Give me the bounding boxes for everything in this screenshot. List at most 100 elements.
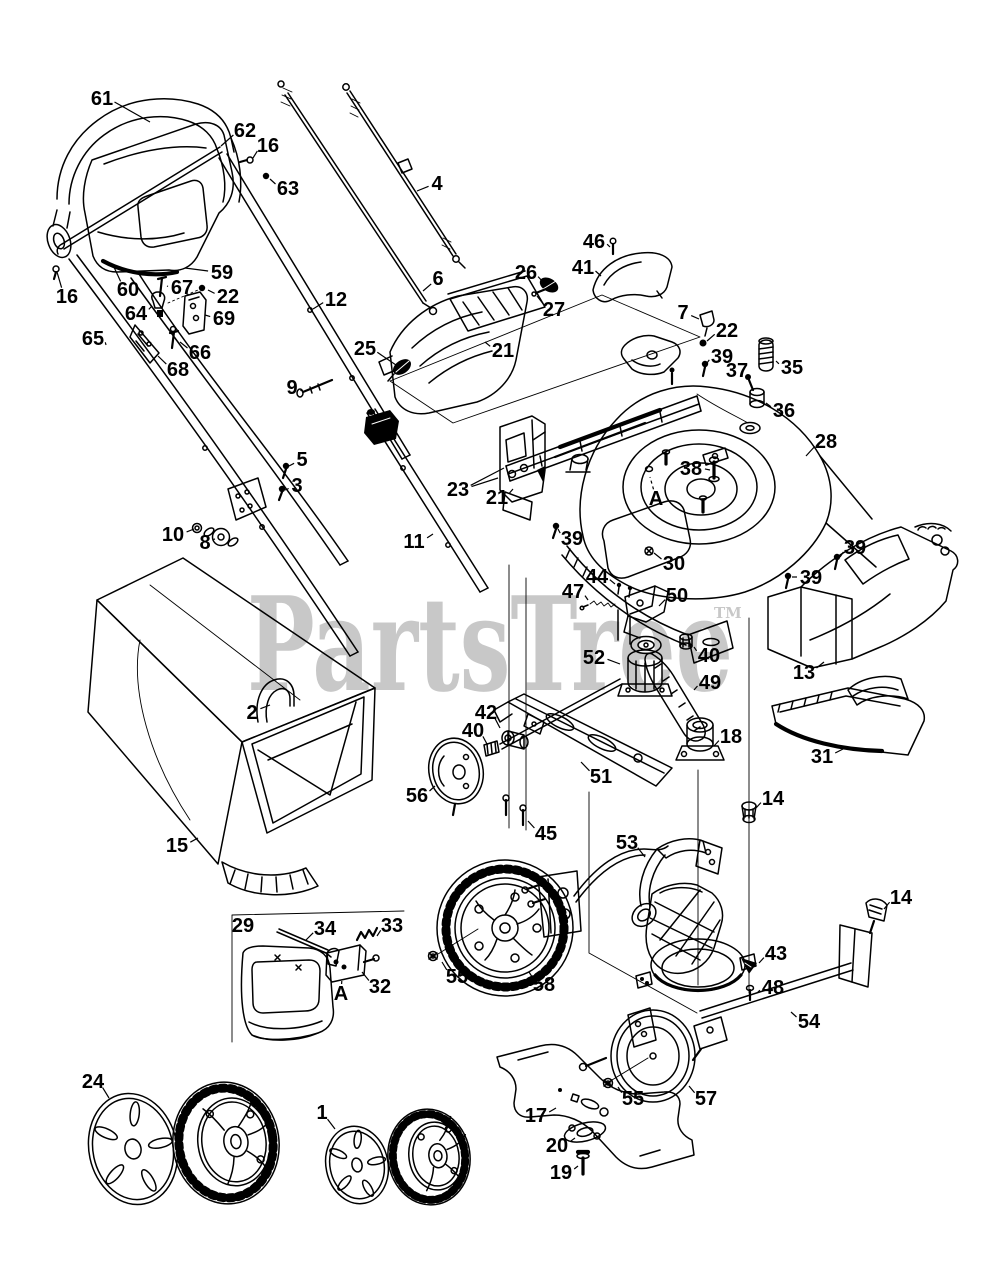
mounting-frame [493, 693, 673, 787]
leader-26 [537, 276, 544, 283]
callout-55: 55 [446, 966, 468, 988]
leader-49 [693, 685, 698, 691]
rear-skirt [767, 522, 959, 669]
callout-66: 66 [189, 342, 211, 364]
callout-54: 54 [798, 1011, 821, 1033]
callout-29: 29 [232, 915, 254, 937]
callout-26: 26 [515, 262, 537, 284]
leader-61 [114, 101, 151, 123]
callout-21: 21 [486, 487, 508, 509]
wheel-large [172, 1081, 280, 1205]
leader-52 [607, 658, 621, 665]
leader-53 [637, 847, 646, 858]
leader-27 [536, 295, 544, 304]
axle-assembly [521, 801, 888, 1062]
leader-39 [839, 551, 844, 558]
leader-12 [312, 302, 324, 310]
callout-17: 17 [525, 1105, 547, 1127]
callout-43: 43 [765, 943, 787, 965]
callout-65: 65 [82, 328, 104, 350]
upper-handle-assembly [46, 98, 489, 657]
leader-40 [482, 736, 488, 745]
callout-37: 37 [726, 360, 748, 382]
leader-44 [609, 579, 616, 585]
callout-15: 15 [166, 835, 188, 857]
callout-13: 13 [793, 662, 815, 684]
spindle-belt-cluster [427, 582, 725, 827]
leader-7 [690, 315, 700, 320]
callout-46: 46 [583, 231, 605, 253]
leader-56 [429, 785, 436, 792]
callout-40: 40 [462, 720, 484, 742]
callout-51: 51 [590, 766, 612, 788]
leader-1 [327, 1118, 336, 1130]
leader-48 [756, 989, 761, 994]
callout-50: 50 [666, 585, 688, 607]
leader-66 [179, 341, 188, 349]
leader-43 [758, 957, 765, 964]
callout-58: 58 [533, 974, 555, 996]
callout-22: 22 [716, 320, 738, 342]
callout-63: 63 [277, 178, 299, 200]
leader-36 [765, 402, 772, 408]
callout-A: A [649, 488, 663, 510]
callout-21: 21 [492, 340, 514, 362]
leader-25 [376, 351, 397, 366]
leader-16 [252, 150, 258, 159]
callout-31: 31 [811, 746, 833, 768]
callout-68: 68 [167, 359, 189, 381]
callout-39: 39 [561, 528, 583, 550]
leader-64 [148, 305, 153, 310]
leader-39 [706, 359, 710, 364]
leader-42 [494, 718, 501, 729]
leader-47 [584, 595, 589, 601]
callout-59: 59 [211, 262, 233, 284]
callout-49: 49 [699, 672, 721, 694]
callout-24: 24 [82, 1071, 105, 1093]
leader-17 [548, 1107, 557, 1113]
callout-14: 14 [762, 788, 785, 810]
callout-19: 19 [550, 1162, 572, 1184]
control-cables [277, 80, 466, 398]
leader-33 [376, 929, 382, 937]
callout-45: 45 [535, 823, 557, 845]
callout-38: 38 [680, 458, 702, 480]
callout-60: 60 [117, 279, 139, 301]
callout-39: 39 [844, 537, 866, 559]
rear-deflector [771, 675, 926, 756]
callout-1: 1 [316, 1102, 327, 1124]
callout-56: 56 [406, 785, 428, 807]
watermark-tm: TM [714, 604, 742, 622]
leader-16 [56, 271, 63, 288]
callout-22: 22 [217, 286, 239, 308]
leader-21 [484, 341, 491, 347]
hubcap-small [324, 1125, 390, 1205]
leader-35 [775, 360, 780, 365]
diagram-line-art [46, 80, 959, 1206]
callout-57: 57 [695, 1088, 717, 1110]
inset-box [231, 910, 405, 1043]
callout-12: 12 [325, 289, 347, 311]
callout-39: 39 [711, 346, 733, 368]
callout-23: 23 [447, 479, 469, 501]
callout-69: 69 [213, 308, 235, 330]
leader-22 [706, 333, 716, 342]
leader-63 [269, 178, 276, 185]
leader-5 [288, 462, 295, 467]
callout-47: 47 [562, 581, 584, 603]
leader-45 [527, 820, 535, 829]
front-wheel [578, 1007, 696, 1103]
callout-14: 14 [890, 887, 913, 909]
wheel-small [387, 1108, 471, 1206]
callout-55: 55 [622, 1088, 644, 1110]
watermark-text: PartsTree [247, 568, 733, 721]
leader-62 [220, 134, 234, 147]
leader-60 [112, 264, 122, 282]
callout-34: 34 [314, 918, 337, 940]
leader-58 [528, 971, 534, 979]
callout-42: 42 [475, 702, 497, 724]
leader-21 [509, 488, 514, 494]
leader-68 [157, 355, 167, 365]
leader-A [649, 476, 655, 490]
